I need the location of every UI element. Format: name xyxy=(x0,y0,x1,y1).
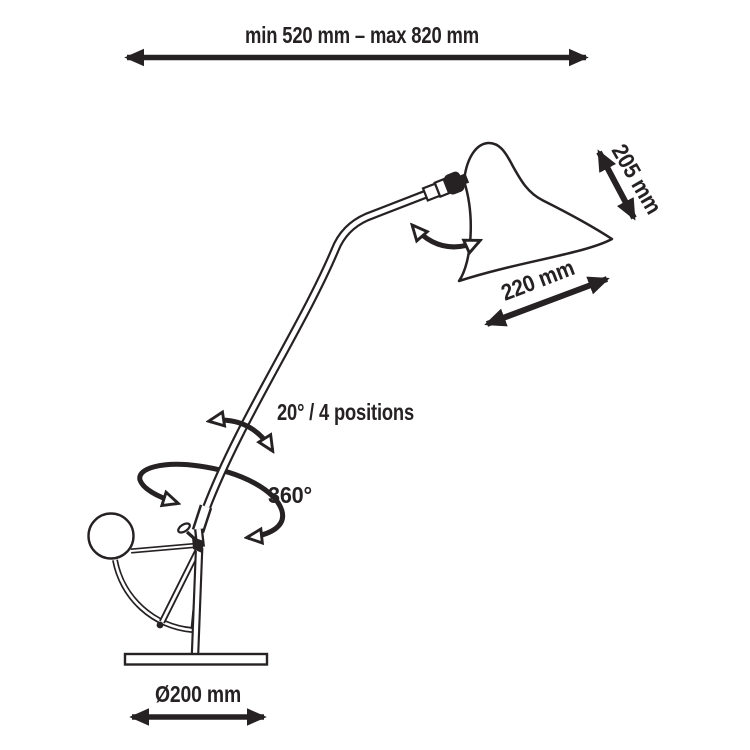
shade-swivel-arrow-icon xyxy=(413,226,479,247)
base-plate xyxy=(123,652,269,666)
rotation-360-arrow-icon xyxy=(137,461,286,537)
overall-reach-label: min 520 mm – max 820 mm xyxy=(245,22,479,48)
base-rotation-label: 360° xyxy=(268,482,312,508)
lever-handle xyxy=(177,522,191,534)
arm-tilt-arrow-icon xyxy=(210,420,272,450)
shade-width-arrow xyxy=(484,276,610,327)
counterweight-arc xyxy=(112,559,193,633)
shade-height-arrow xyxy=(596,149,637,221)
strut-end-knob xyxy=(156,621,164,629)
arm-tilt-label: 20° / 4 positions xyxy=(277,399,414,425)
adjustment-lever xyxy=(185,530,198,542)
counterweight-ball xyxy=(87,512,135,560)
lamp-base-assembly xyxy=(87,512,269,666)
lamp-shade xyxy=(457,141,614,283)
base-diameter-label: Ø200 mm xyxy=(155,681,241,707)
dimension-arrows xyxy=(124,48,637,726)
shade-connector-joint xyxy=(421,171,470,202)
dimension-labels: min 520 mm – max 820 mm 205 mm 220 mm 20… xyxy=(155,22,667,707)
